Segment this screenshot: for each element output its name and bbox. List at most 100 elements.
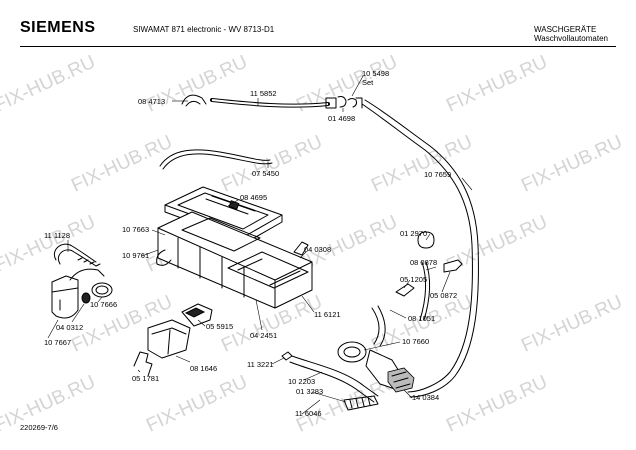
leader-102203 (303, 371, 323, 381)
part-label: 05 1781 (132, 374, 159, 383)
part-label: 01 3283 (296, 387, 323, 396)
leader-081051 (389, 309, 407, 319)
part-label: 10 7659 (424, 170, 451, 179)
part-label: Set (362, 78, 374, 87)
part-label: 11 3221 (247, 360, 274, 369)
leader-107663 (151, 229, 166, 236)
dispenser-housing-ribs (177, 237, 245, 298)
seal-ring-inner (95, 285, 109, 295)
leader-105498 (351, 75, 364, 97)
bottom-pipe-drawing (289, 361, 375, 403)
spring-clip-drawing (133, 351, 153, 377)
leader-042451 (255, 299, 263, 331)
part-label: 11 5852 (250, 89, 277, 98)
leader-116121 (301, 295, 315, 313)
part-label: 11 6046 (295, 409, 322, 418)
part-label: 10 5498 (362, 69, 389, 78)
part-label: 10 7667 (44, 338, 71, 347)
outlet-hose-inner (364, 99, 479, 398)
hose-clamp-drawing (181, 94, 207, 107)
leader-050872 (441, 271, 451, 293)
part-label: 08 4713 (138, 97, 165, 106)
watermark-text: FIX-HUB.RU (443, 372, 550, 437)
part-label: 11 6121 (314, 310, 341, 319)
leader-107667 (47, 319, 59, 339)
part-label: 08 4695 (240, 193, 267, 202)
pump-motor-coil (391, 371, 411, 389)
leader-140384 (403, 389, 413, 399)
gasket-drawing (81, 292, 91, 304)
float-holder-detail (151, 327, 187, 355)
sump-lip (51, 287, 79, 311)
drain-hose-coil (371, 307, 380, 345)
part-label: 04 0312 (56, 323, 83, 332)
sump-hose-drawing (54, 243, 97, 267)
pump-filter-drawing (337, 341, 367, 363)
watermark-text: FIX-HUB.RU (443, 52, 550, 117)
part-label: 08 1051 (408, 314, 435, 323)
dispenser-spout (156, 249, 172, 266)
watermark-text: FIX-HUB.RU (368, 132, 475, 197)
pressure-tube-drawing (419, 261, 427, 321)
bottom-pipe-inner (291, 355, 379, 397)
dispenser-top-trim (181, 217, 261, 252)
leader-lines (47, 75, 473, 415)
hose-connector-drawing (325, 96, 363, 109)
brand-logo: SIEMENS (20, 19, 96, 36)
dispenser-drawer-drawing (227, 251, 309, 289)
part-label: 01 2970 (400, 229, 427, 238)
leader-055915 (197, 319, 206, 327)
category-subtitle: Waschvollautomaten (534, 34, 608, 43)
part-label: 10 7663 (122, 225, 149, 234)
leader-109761 (141, 249, 159, 257)
dispenser-lid-slot (228, 200, 240, 210)
dispenser-housing-front (157, 227, 313, 309)
part-label: 05 5915 (206, 322, 233, 331)
thin-hose-inner (162, 153, 273, 170)
watermark-text: FIX-HUB.RU (518, 132, 625, 197)
leader-107659 (461, 177, 473, 191)
leader-051781 (137, 369, 141, 373)
part-label: 10 2203 (288, 377, 315, 386)
leader-107666 (97, 296, 103, 303)
part-label: 04 0308 (304, 245, 331, 254)
dispenser-clip (293, 241, 309, 256)
outlet-hose-drawing (361, 103, 473, 393)
header-divider (20, 46, 616, 47)
part-label: 07 5450 (252, 169, 279, 178)
thin-hose-drawing (159, 149, 271, 167)
level-hose-drawing (395, 283, 415, 297)
watermark-text: FIX-HUB.RU (0, 52, 99, 117)
part-label: 10 9761 (122, 251, 149, 260)
model-title: SIWAMAT 871 electronic - WV 8713-D1 (133, 25, 275, 34)
leader-084695 (227, 199, 239, 207)
watermark-text: FIX-HUB.RU (68, 132, 175, 197)
part-label: 11 1128 (44, 231, 70, 240)
sump-body-drawing (51, 275, 79, 319)
sensor-drawing (281, 351, 293, 361)
leader-080878 (425, 266, 437, 271)
part-label: 01 4698 (328, 114, 355, 123)
retaining-clip-drawing (443, 259, 463, 273)
filler-hose-inner (211, 99, 329, 107)
drain-hose-coil-2 (377, 305, 386, 347)
part-label: 10 7660 (402, 337, 429, 346)
part-label: 05 1205 (400, 275, 427, 284)
part-labels: 08 4713 11 5852 10 5498 Set 01 4698 07 5… (44, 69, 457, 418)
leader-107660 (363, 341, 401, 351)
corrugated-hose-drawing (77, 257, 101, 267)
pump-filter-inner (343, 346, 361, 358)
pressure-tube-inner (423, 261, 431, 321)
diagram-id: 220269-7/6 (20, 423, 58, 432)
elbow-hose-drawing (69, 268, 105, 281)
leader-081646 (175, 355, 191, 363)
watermark-text: FIX-HUB.RU (218, 132, 325, 197)
part-drawings (51, 94, 479, 411)
watermark-text: FIX-HUB.RU (143, 52, 250, 117)
leader-113221 (271, 357, 285, 365)
watermark-text: FIX-HUB.RU (518, 292, 625, 357)
valve-insert (184, 307, 206, 318)
part-label: 08 0878 (410, 258, 437, 267)
